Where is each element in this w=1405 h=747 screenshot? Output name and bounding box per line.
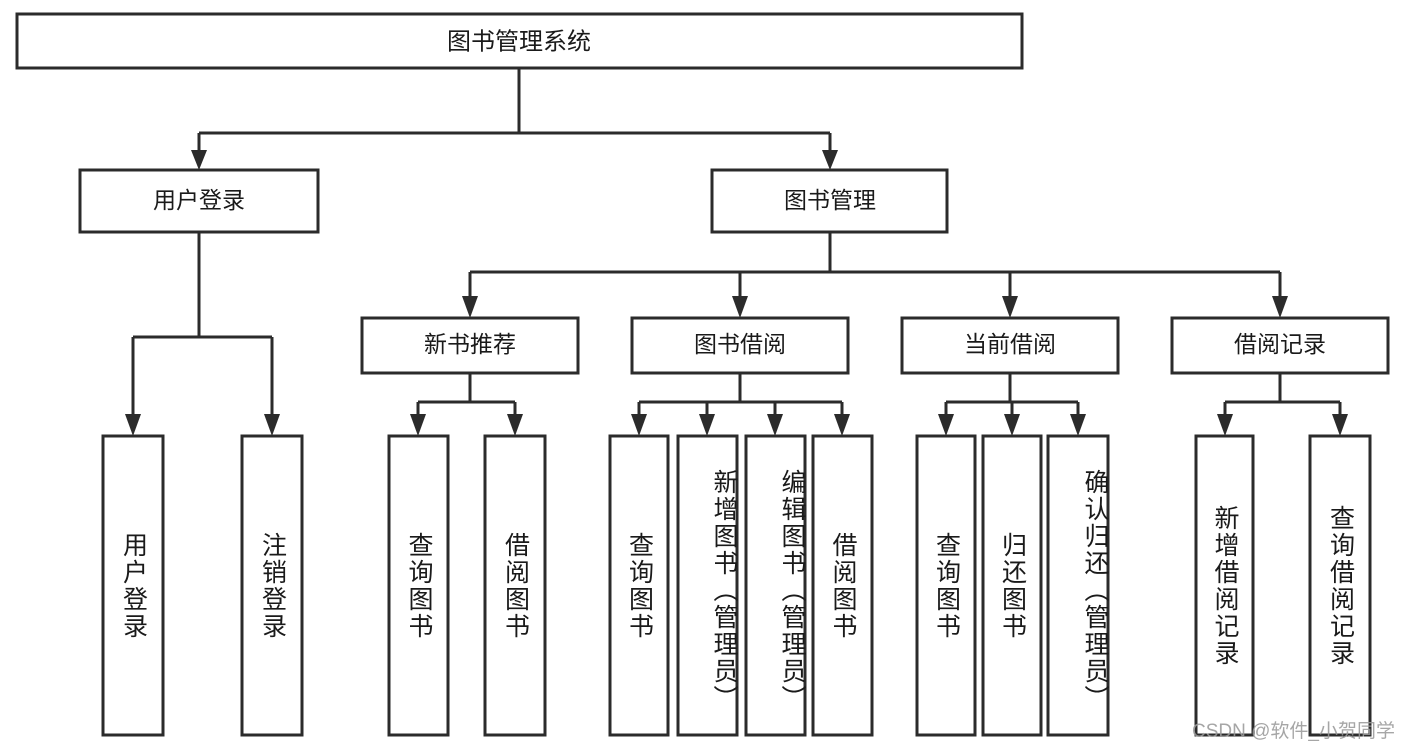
arrow-head-borrow-record (1272, 296, 1288, 318)
arrow-head-borrowrecord-leaf-2 (1332, 414, 1348, 436)
arrow-head-book-mgmt (822, 150, 838, 170)
arrow-head-newbook-leaf-1 (410, 414, 426, 436)
node-root-label: 图书管理系统 (447, 28, 591, 55)
node-user-login[interactable] (78, 168, 320, 234)
arrow-head-new-book-rec (462, 296, 478, 318)
node-borrowing-record[interactable] (1170, 316, 1390, 375)
leaf-box-query-borrow-record[interactable] (1308, 434, 1372, 737)
node-book-management[interactable] (710, 168, 949, 234)
arrow-head-leaf-logout (264, 414, 280, 436)
csdn-watermark: CSDN @软件_小贺同学 (1192, 721, 1395, 742)
arrow-head-bookborrow-leaf-2 (699, 414, 715, 436)
leaf-box-edit-book-admin[interactable] (744, 434, 807, 737)
arrow-head-currentborrow-leaf-3 (1070, 414, 1086, 436)
node-current-borrowing[interactable] (900, 316, 1120, 375)
node-layer: 图书管理系统 用户登录 图书管理 新书推荐 图书借阅 当前借阅 借阅记录 (15, 12, 1390, 737)
leaf-box-add-borrow-record[interactable] (1194, 434, 1255, 737)
node-user-login-label: 用户登录 (153, 187, 245, 213)
node-book-borrowing-label: 图书借阅 (694, 331, 786, 357)
node-current-borrowing-label: 当前借阅 (964, 331, 1056, 357)
arrow-head-book-borrow (732, 296, 748, 318)
leaf-box-query-book-newrec[interactable] (387, 434, 450, 737)
leaf-box-add-book-admin[interactable] (676, 434, 739, 737)
arrow-head-currentborrow-leaf-2 (1004, 414, 1020, 436)
connector-layer (125, 68, 1348, 436)
leaf-box-query-book-current[interactable] (915, 434, 977, 737)
leaf-box-return-book[interactable] (981, 434, 1043, 737)
leaf-box-confirm-return-admin[interactable] (1046, 434, 1110, 737)
leaf-box-query-book-borrow[interactable] (608, 434, 670, 737)
node-borrowing-record-label: 借阅记录 (1234, 331, 1326, 357)
leaf-box-user-login[interactable] (101, 434, 165, 737)
arrow-head-bookborrow-leaf-4 (834, 414, 850, 436)
arrow-head-user-login (191, 150, 207, 170)
node-book-borrowing[interactable] (630, 316, 850, 375)
node-book-management-label: 图书管理 (784, 187, 876, 213)
node-new-book-recommendation-label: 新书推荐 (424, 331, 516, 357)
node-root-book-management-system[interactable] (15, 12, 1024, 70)
leaf-box-logout[interactable] (240, 434, 304, 737)
arrow-head-leaf-user-login (125, 414, 141, 436)
arrow-head-newbook-leaf-2 (507, 414, 523, 436)
arrow-head-currentborrow-leaf-1 (938, 414, 954, 436)
node-new-book-recommendation[interactable] (360, 316, 580, 375)
arrow-head-borrowrecord-leaf-1 (1217, 414, 1233, 436)
arrow-head-bookborrow-leaf-1 (631, 414, 647, 436)
arrow-head-current-borrow (1002, 296, 1018, 318)
leaf-box-borrow-book-newrec[interactable] (483, 434, 547, 737)
leaf-box-borrow-book[interactable] (811, 434, 874, 737)
arrow-head-bookborrow-leaf-3 (767, 414, 783, 436)
